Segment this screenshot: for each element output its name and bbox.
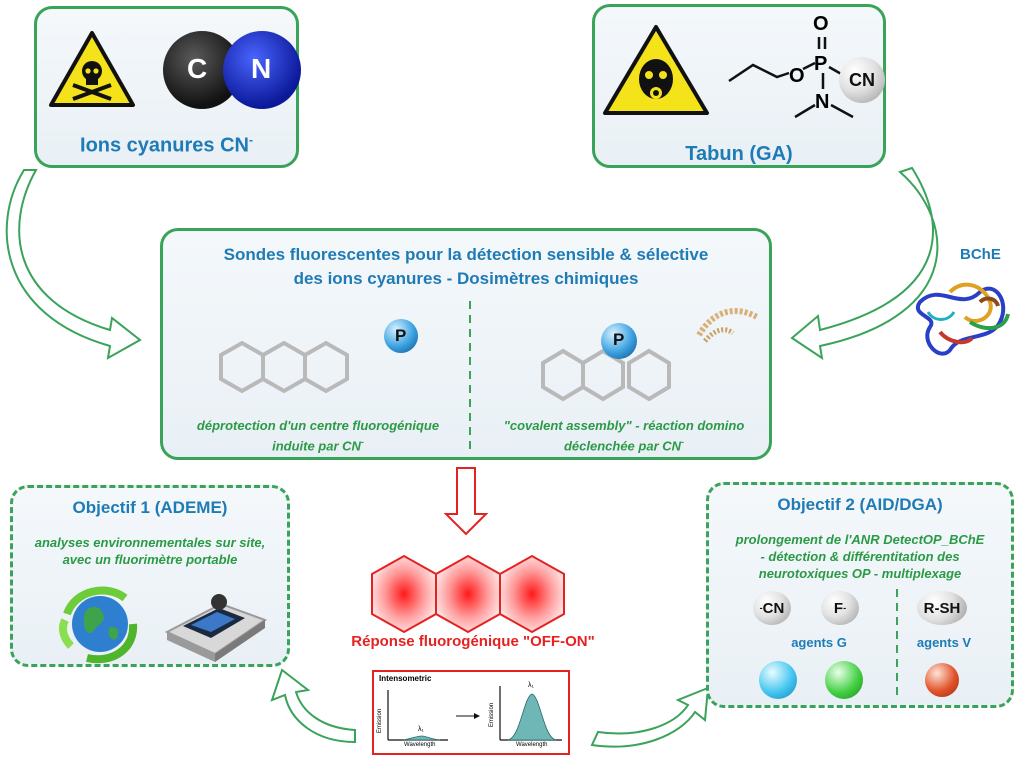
spectra-peak-label-left: λ₁	[418, 726, 424, 733]
spectra-panel: Intensometric Emission Emission Waveleng…	[372, 670, 570, 755]
spectra-ylabel-left: Emission	[377, 708, 384, 734]
response-label: Réponse fluorogénique "OFF-ON"	[351, 633, 595, 650]
probes-box: Sondes fluorescentes pour la détection s…	[160, 228, 772, 460]
spectra-title: Intensometric	[379, 674, 432, 683]
arrow-cyanide-to-probes	[5, 169, 142, 360]
cyanide-box: C N Ions cyanures CN-	[34, 6, 301, 168]
spectra-xlabel-right: Wavelength	[516, 742, 548, 748]
left-caption: déprotection d'un centre fluorogénique i…	[196, 418, 440, 454]
fluoride-ion-ball: F-	[821, 591, 859, 625]
bche-label: BChE	[960, 246, 1001, 263]
cyanide-title: Ions cyanures CN-	[80, 133, 253, 157]
agents-v-label: agents V	[916, 635, 972, 650]
objective2-title: Objectif 2 (AID/DGA)	[777, 495, 943, 514]
oxygen-double-bond: O	[813, 13, 829, 35]
oxygen-ester: O	[789, 65, 805, 87]
gas-mask-warning-icon	[603, 25, 709, 115]
objective2-box: Objectif 2 (AID/DGA) prolongement de l'A…	[706, 482, 1014, 708]
p-label-left: P	[395, 326, 407, 345]
p-protecting-group-right	[601, 323, 637, 359]
tabun-box: O O P N CN Tabun (GA)	[592, 4, 886, 168]
spectra-ylabel-right: Emission	[489, 702, 496, 728]
spectra-xlabel-left: Wavelength	[404, 742, 436, 748]
portable-fluorimeter-icon	[164, 594, 268, 662]
arrow-to-objective1	[270, 668, 356, 744]
tabun-title: Tabun (GA)	[685, 143, 793, 165]
thiol-ball: R-SH	[917, 591, 967, 625]
carbon-label: C	[187, 53, 208, 84]
recycle-earth-icon	[59, 586, 138, 664]
objective1-text: analyses environnementales sur site, ave…	[34, 535, 266, 567]
nitrogen-atom-tabun: N	[815, 91, 830, 113]
cyan-indicator-dot	[759, 661, 797, 699]
divider-line	[469, 301, 471, 451]
fluorescent-hexagons	[371, 554, 565, 634]
nitrogen-label: N	[251, 53, 272, 84]
right-caption: "covalent assembly" - réaction domino dé…	[503, 418, 745, 454]
arrow-to-response	[443, 467, 489, 536]
tabun-structure	[728, 37, 854, 119]
nitrogen-atom	[223, 31, 301, 109]
cyanide-ion-ball: -CN	[753, 591, 791, 625]
objective2-divider	[896, 589, 898, 699]
phosphorus-atom: P	[814, 53, 828, 75]
probes-title-line1: Sondes fluorescentes pour la détection s…	[223, 245, 709, 264]
green-indicator-dot	[825, 661, 863, 699]
toxic-warning-icon	[49, 31, 135, 107]
domino-icon	[696, 308, 759, 343]
arrow-to-objective2	[590, 686, 710, 748]
spectra-peak-label-right: λ₁	[528, 682, 534, 689]
p-label-right: P	[613, 330, 625, 349]
objective1-title: Objectif 1 (ADEME)	[72, 498, 228, 517]
red-indicator-dot	[925, 663, 959, 697]
probes-title-line2: des ions cyanures - Dosimètres chimiques	[293, 269, 639, 288]
cn-group-ball: CN	[839, 57, 885, 103]
acene-scaffold	[219, 340, 349, 394]
p-protecting-group-left	[384, 319, 418, 353]
objective1-box: Objectif 1 (ADEME) analyses environnemen…	[10, 485, 290, 667]
agents-g-label: agents G	[791, 635, 847, 650]
covalent-assembly-scaffold	[541, 348, 671, 402]
bche-enzyme-image	[915, 282, 1010, 356]
objective2-text: prolongement de l'ANR DetectOP_BChE - dé…	[735, 532, 985, 581]
spectra-plots	[387, 686, 562, 741]
arrow-tabun-to-probes	[790, 166, 939, 361]
